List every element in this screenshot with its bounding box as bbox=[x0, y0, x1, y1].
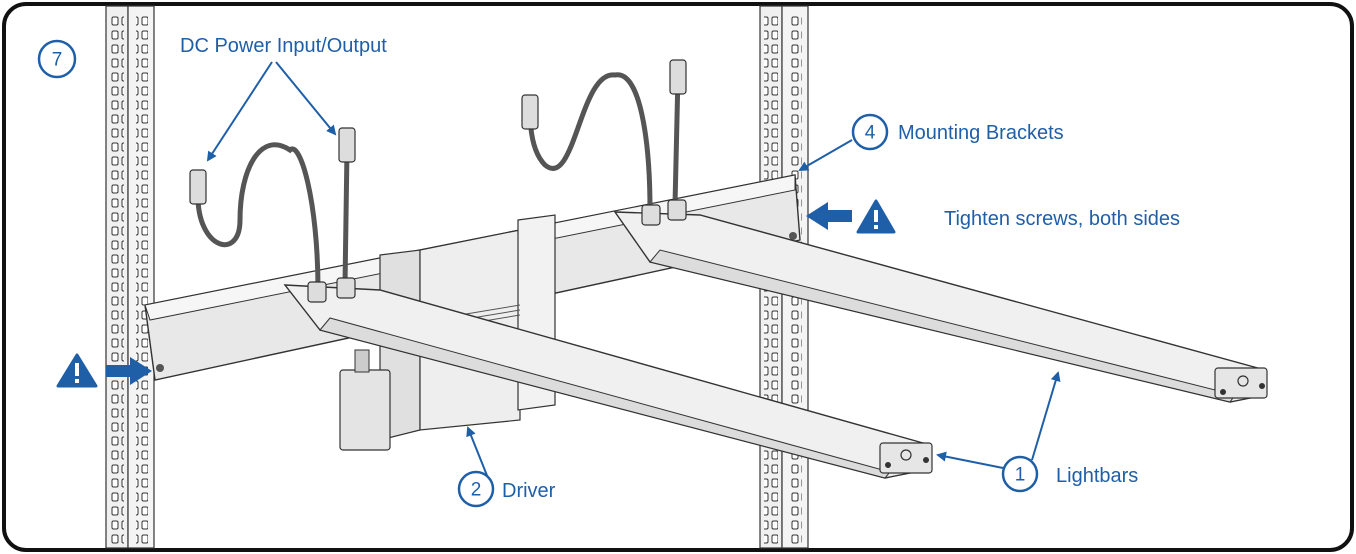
lightbars-label: Lightbars bbox=[1056, 465, 1138, 487]
warning-icon bbox=[856, 199, 896, 234]
left-upright-rail bbox=[105, 5, 155, 549]
lightbar-back bbox=[613, 211, 1268, 403]
driver-callout: 2 Driver bbox=[457, 426, 556, 508]
warning-icon bbox=[56, 353, 98, 388]
dc-arrow-left bbox=[206, 61, 273, 162]
mounting-label: Mounting Brackets bbox=[898, 122, 1064, 144]
lightbars-number: 1 bbox=[1015, 465, 1026, 486]
mounting-callout: 4 Mounting Brackets bbox=[798, 113, 1064, 171]
dc-arrow-right bbox=[275, 61, 337, 136]
step-number: 7 bbox=[52, 50, 63, 71]
step-badge: 7 bbox=[37, 39, 77, 79]
right-warning bbox=[806, 199, 896, 234]
cable-connectors bbox=[189, 59, 687, 303]
lightbars-callout: 1 Lightbars bbox=[936, 371, 1138, 493]
tighten-screws-label: Tighten screws, both sides bbox=[944, 208, 1180, 230]
mounting-number: 4 bbox=[865, 123, 876, 144]
arrow-left-icon bbox=[806, 202, 852, 230]
dc-power-label: DC Power Input/Output bbox=[180, 35, 387, 57]
left-warning bbox=[56, 353, 152, 388]
driver-number: 2 bbox=[471, 480, 482, 501]
lightbar-front bbox=[283, 284, 933, 479]
arrow-right-icon bbox=[106, 357, 152, 385]
power-cables bbox=[195, 72, 681, 293]
driver-label: Driver bbox=[502, 480, 556, 502]
